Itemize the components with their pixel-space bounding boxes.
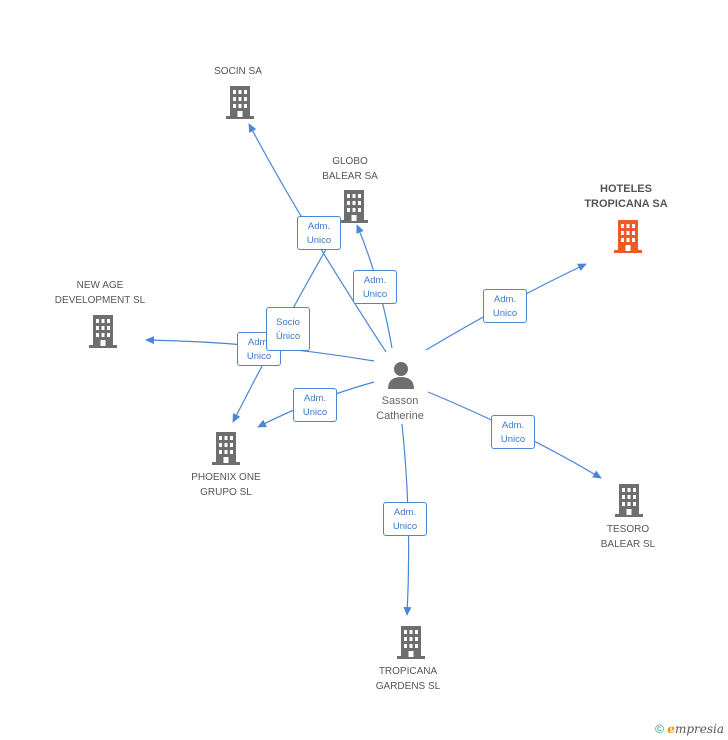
edge-label-phoenix-adm[interactable]: Adm. Unico [293,388,337,422]
node-label-socin[interactable]: SOCIN SA [214,66,262,77]
building-icon-phoenix[interactable] [210,430,242,466]
node-label-tropicana[interactable]: TROPICANA GARDENS SL [375,666,441,692]
node-label-tesoro[interactable]: TESORO BALEAR SL [600,524,656,550]
node-label-person[interactable]: Sasson Catherine [376,395,424,422]
edge-label-hoteles[interactable]: Adm. Unico [483,289,527,323]
building-icon-hoteles[interactable] [612,218,644,254]
node-label-hoteles[interactable]: HOTELES TROPICANA SA [584,183,668,210]
building-icon-tropicana[interactable] [395,624,427,660]
edge-label-globo[interactable]: Adm. Unico [353,270,397,304]
node-label-globo[interactable]: GLOBO BALEAR SA [322,156,378,182]
footer-watermark: © empresia [655,722,724,736]
edge-label-phoenix-socio[interactable]: Socio Único [266,307,310,351]
building-icon-globo[interactable] [338,188,370,224]
edge-label-socin[interactable]: Adm. Unico [297,216,341,250]
copyright-icon: © [655,722,664,736]
building-icon-newage[interactable] [87,313,119,349]
building-icon-tesoro[interactable] [613,482,645,518]
node-label-phoenix[interactable]: PHOENIX ONE GRUPO SL [191,472,261,498]
edge-label-tesoro[interactable]: Adm. Unico [491,415,535,449]
empresia-logo[interactable]: empresia [667,722,724,736]
edge-label-tropicana[interactable]: Adm. Unico [383,502,427,536]
node-label-newage[interactable]: NEW AGE DEVELOPMENT SL [54,280,146,306]
building-icon-socin[interactable] [224,84,256,120]
person-icon[interactable] [386,360,416,390]
